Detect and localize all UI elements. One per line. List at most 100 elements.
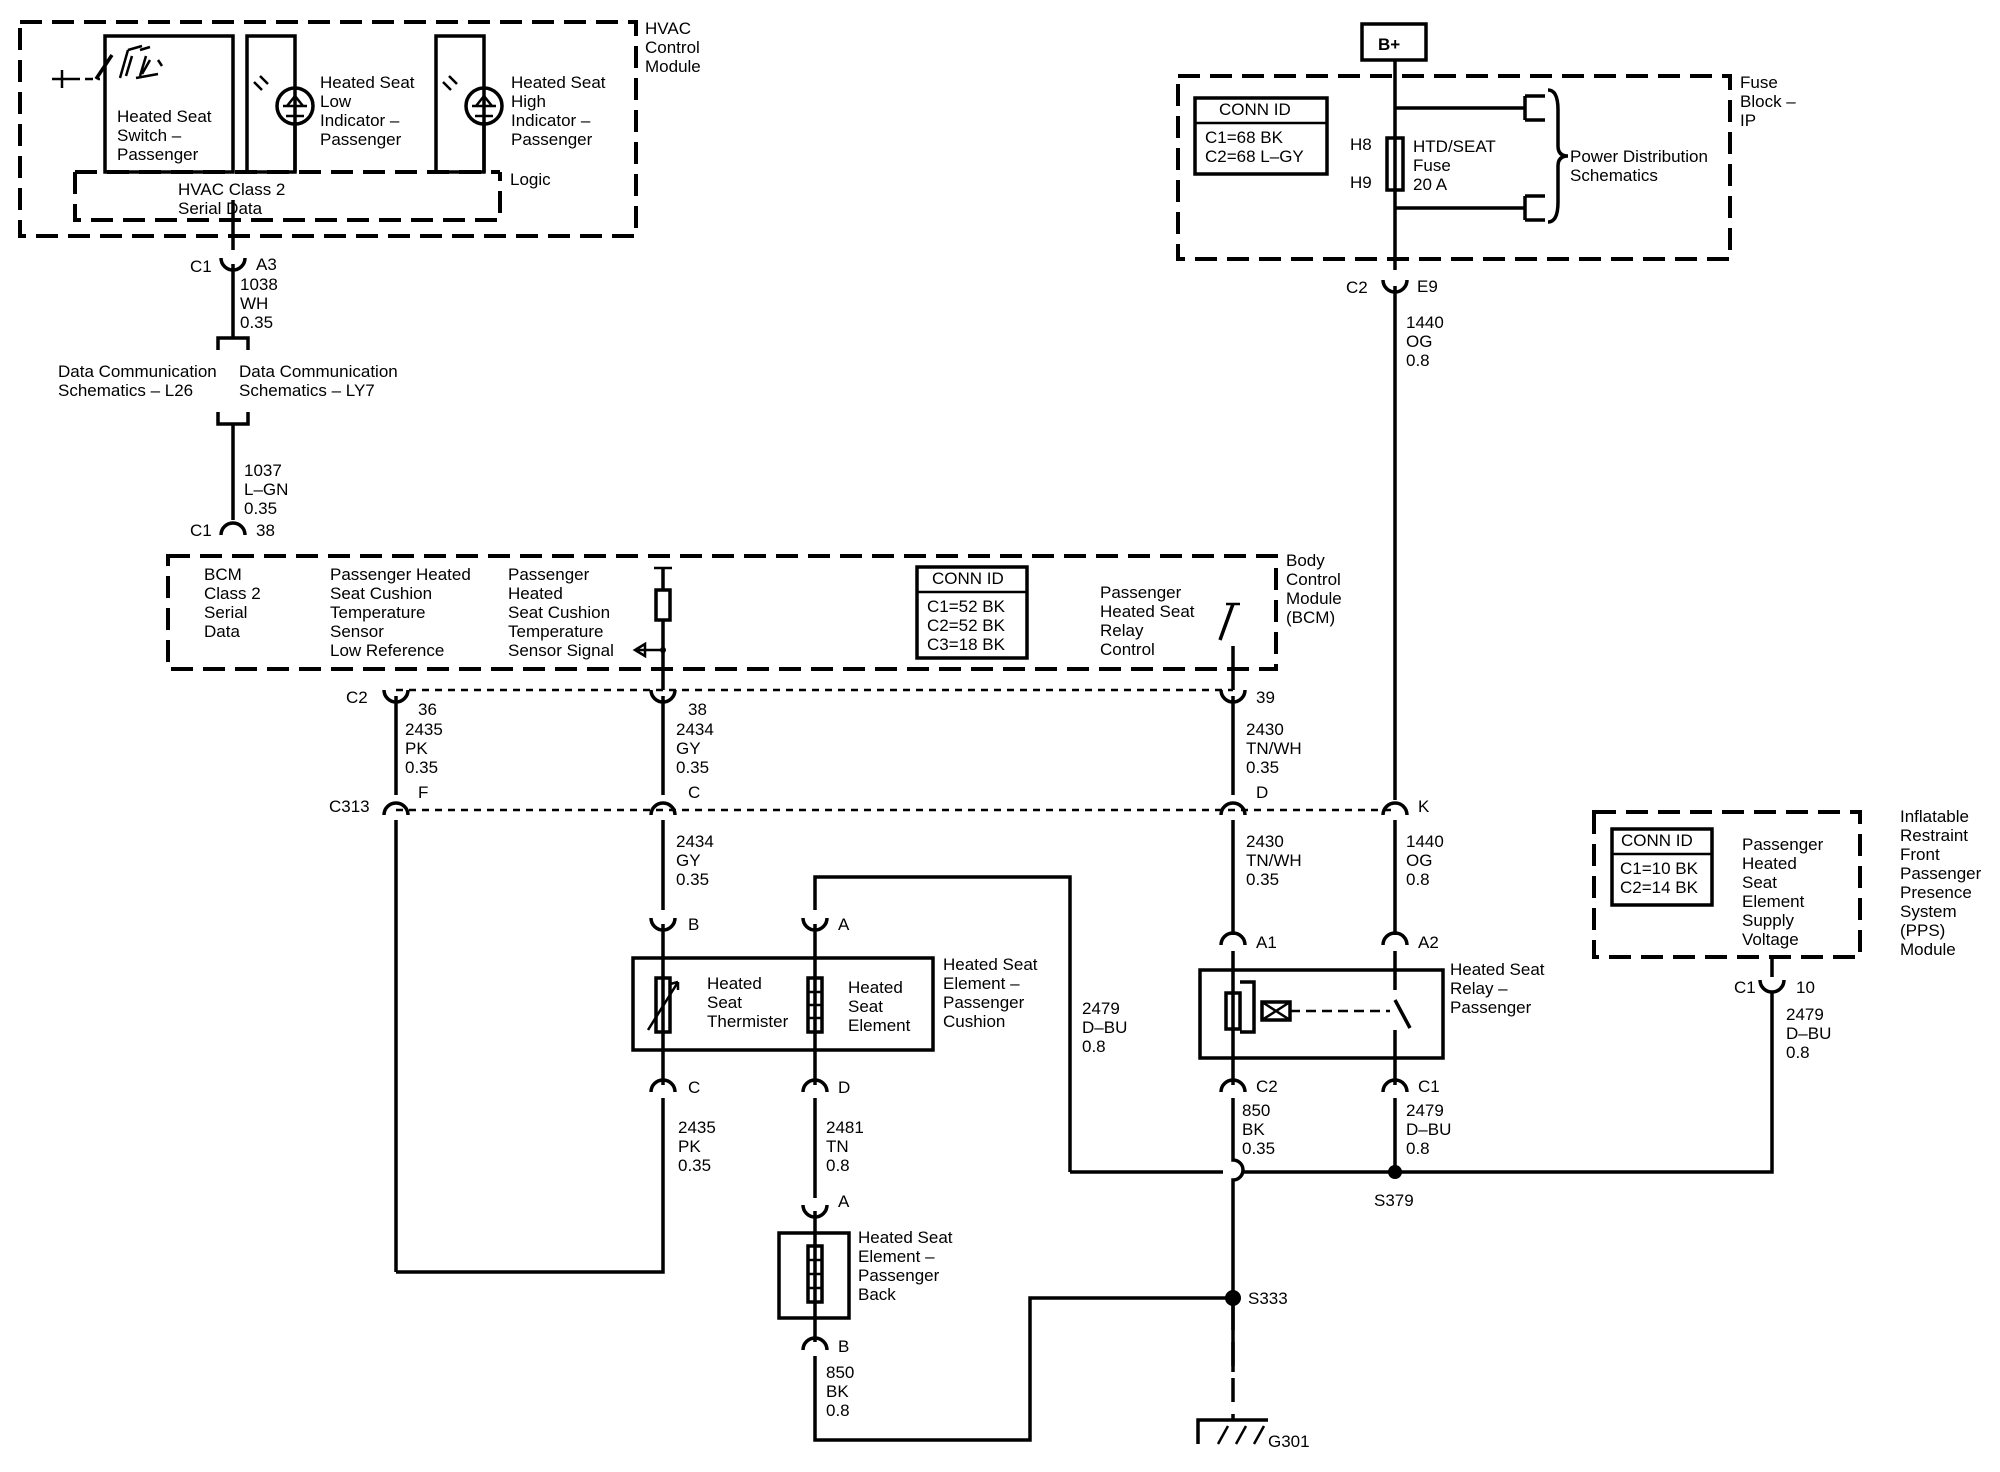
svg-text:C2: C2 [346,688,368,707]
svg-text:36: 36 [418,700,437,719]
seat-icon [118,44,164,80]
svg-text:10: 10 [1796,978,1815,997]
svg-text:B: B [688,915,699,934]
high-indicator-lamp-icon [442,75,504,126]
svg-text:F: F [418,783,428,802]
s333-label: S333 [1248,1289,1288,1308]
svg-text:C: C [688,1078,700,1097]
b-plus-label: B+ [1378,35,1400,54]
switch-arrow-icon [52,70,72,88]
svg-text:A3: A3 [256,255,277,274]
svg-text:H8: H8 [1350,135,1372,154]
splice-s333 [1225,1290,1241,1306]
svg-text:A1: A1 [1256,933,1277,952]
svg-text:C1: C1 [190,521,212,540]
relay-control-switch-icon [1218,602,1240,690]
svg-text:H9: H9 [1350,173,1372,192]
svg-text:B: B [838,1337,849,1356]
g301-label: G301 [1268,1432,1310,1451]
fuse-c2-connector: C2 E9 [1346,277,1438,297]
splice-s379 [1388,1165,1402,1179]
svg-text:K: K [1418,797,1430,816]
logic-label: Logic [510,170,551,189]
c313-connector: C313 F C D K [329,783,1430,816]
relay-contact-icon [1393,951,1412,1085]
svg-text:C2: C2 [1346,278,1368,297]
svg-text:C313: C313 [329,797,370,816]
bcm-c2-connector: C2 36 38 39 [346,688,1275,719]
svg-text:C1: C1 [1734,978,1756,997]
svg-text:CONN ID: CONN ID [932,569,1004,588]
svg-text:D: D [838,1078,850,1097]
pullup-resistor-icon [632,566,672,690]
svg-text:E9: E9 [1417,277,1438,296]
relay-coil-icon [1224,991,1242,1031]
s379-label: S379 [1374,1191,1414,1210]
fuse-icon [1385,136,1405,192]
bcm-c1-connector: C1 38 [190,521,275,540]
svg-text:CONN ID: CONN ID [1621,831,1693,850]
thermistor-icon [654,976,672,1034]
svg-text:A: A [838,1192,850,1211]
svg-text:C2: C2 [1256,1077,1278,1096]
svg-text:C1: C1 [1418,1077,1440,1096]
ground-g301-icon: G301 [1196,1418,1310,1451]
svg-text:38: 38 [256,521,275,540]
low-indicator-lamp-icon [253,75,315,126]
svg-text:A2: A2 [1418,933,1439,952]
svg-text:CONN ID: CONN ID [1219,100,1291,119]
svg-text:C1: C1 [190,257,212,276]
svg-text:D: D [1256,783,1268,802]
svg-text:A: A [838,915,850,934]
svg-text:38: 38 [688,700,707,719]
